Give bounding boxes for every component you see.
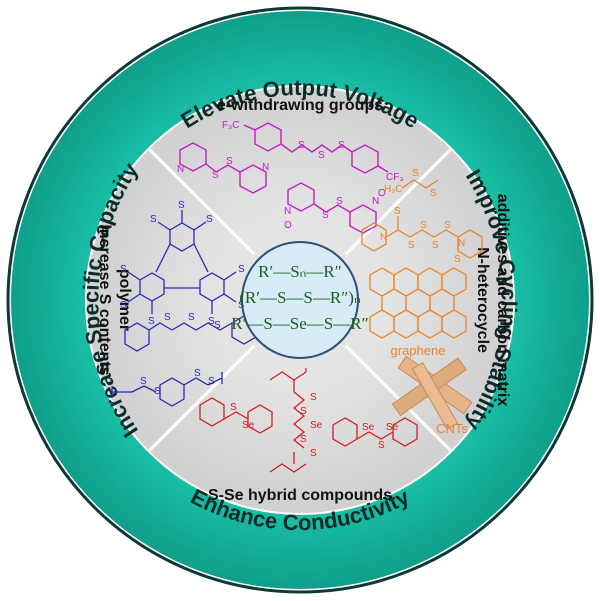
right-structures xyxy=(361,179,483,259)
sector-label-right-2: additives and carbon matrix xyxy=(494,194,511,407)
atom-label: S xyxy=(194,368,201,379)
atom-label: S xyxy=(298,140,305,151)
atom-label: S xyxy=(164,312,171,323)
graphene-label: graphene xyxy=(391,343,446,358)
atom-label: N xyxy=(262,162,269,173)
atom-label: Se xyxy=(310,420,323,431)
atom-label: S xyxy=(208,316,215,327)
pyridine-ring xyxy=(239,164,267,194)
center-formula-2: (R′—S—S—R″)ₙ xyxy=(239,288,360,307)
bottom-structures xyxy=(199,368,418,473)
center-formula-3: R′—S—Se—S—R″ xyxy=(231,314,368,333)
atom-label: S xyxy=(214,320,221,331)
atom-label: S xyxy=(230,402,237,413)
atom-label: S xyxy=(178,200,185,211)
center-circle xyxy=(241,241,359,359)
atom-label: S xyxy=(318,150,325,161)
atom-label: S xyxy=(150,214,157,225)
sector-label-bottom: S-Se hybrid compounds xyxy=(208,487,392,504)
atom-label: N xyxy=(380,232,387,243)
atom-label: H₃C xyxy=(384,184,403,195)
atom-label: F₃C xyxy=(222,120,239,131)
graphene-lattice xyxy=(369,267,467,339)
atom-label: N xyxy=(284,206,291,217)
atom-label: S xyxy=(154,386,161,397)
benzene-ring xyxy=(159,377,185,407)
benzene-ring xyxy=(124,322,150,352)
atom-label: S xyxy=(420,220,427,231)
pyridine-oxide-ring xyxy=(349,204,377,234)
cnt-bundle xyxy=(391,355,473,430)
atom-label: S xyxy=(444,220,451,231)
atom-label: S xyxy=(310,392,317,403)
atom-label: CF₃ xyxy=(386,172,403,183)
atom-label: S xyxy=(300,406,307,417)
atom-label: S xyxy=(394,206,401,217)
atom-label: S xyxy=(238,264,245,275)
atom-label: S xyxy=(338,140,345,151)
piperidine-ring xyxy=(457,229,483,259)
top-atom-labels: F₃C CF₃ S S S S S N N S S N O N O xyxy=(177,120,403,231)
sector-label-top: e-withdrawing groups xyxy=(217,97,383,114)
atom-label: Se xyxy=(362,422,375,433)
sector-label-left-1: polymer xyxy=(116,269,133,331)
atom-label: S xyxy=(226,156,233,167)
atom-label: N xyxy=(177,164,184,175)
center-formula-1: R′—Sₙ—R″ xyxy=(258,262,342,281)
atom-label: S xyxy=(208,376,215,387)
atom-label: S xyxy=(412,168,419,179)
atom-label: S xyxy=(140,376,147,387)
atom-label: S xyxy=(310,448,317,459)
benzene-ring xyxy=(392,417,418,447)
piperidine-ring xyxy=(361,222,387,252)
sector-label-left-2: increase S contents xyxy=(96,224,113,375)
atom-label: S xyxy=(454,254,461,265)
atom-label: S xyxy=(300,434,307,445)
atom-label: S xyxy=(378,440,385,451)
top-structures xyxy=(179,122,389,234)
atom-label: S xyxy=(322,210,329,221)
atom-label: O xyxy=(284,220,292,231)
atom-label: S xyxy=(188,312,195,323)
atom-label: S xyxy=(206,214,213,225)
atom-label: S xyxy=(148,316,155,327)
atom-label: N xyxy=(372,196,379,207)
bottom-atom-labels: S Se S S Se S S Se S Se xyxy=(230,392,399,459)
atom-label: S xyxy=(120,264,127,275)
atom-label: Se xyxy=(242,420,255,431)
atom-label: Se xyxy=(386,422,399,433)
right-atom-labels: H₃C S S S S S S S S N N xyxy=(380,168,465,265)
atom-label: O xyxy=(378,188,386,199)
atom-label: S xyxy=(432,240,439,251)
atom-label: S xyxy=(212,170,219,181)
atom-label: S xyxy=(120,300,127,311)
atom-label: S xyxy=(430,188,437,199)
atom-label: N xyxy=(458,238,465,249)
cnts-label: CNTs xyxy=(436,421,468,436)
atom-label: S xyxy=(336,196,343,207)
benzene-ring xyxy=(247,404,273,434)
sector-label-right-1: N-heterocycle xyxy=(474,247,491,353)
left-structures xyxy=(111,210,257,407)
atom-label: S xyxy=(408,240,415,251)
